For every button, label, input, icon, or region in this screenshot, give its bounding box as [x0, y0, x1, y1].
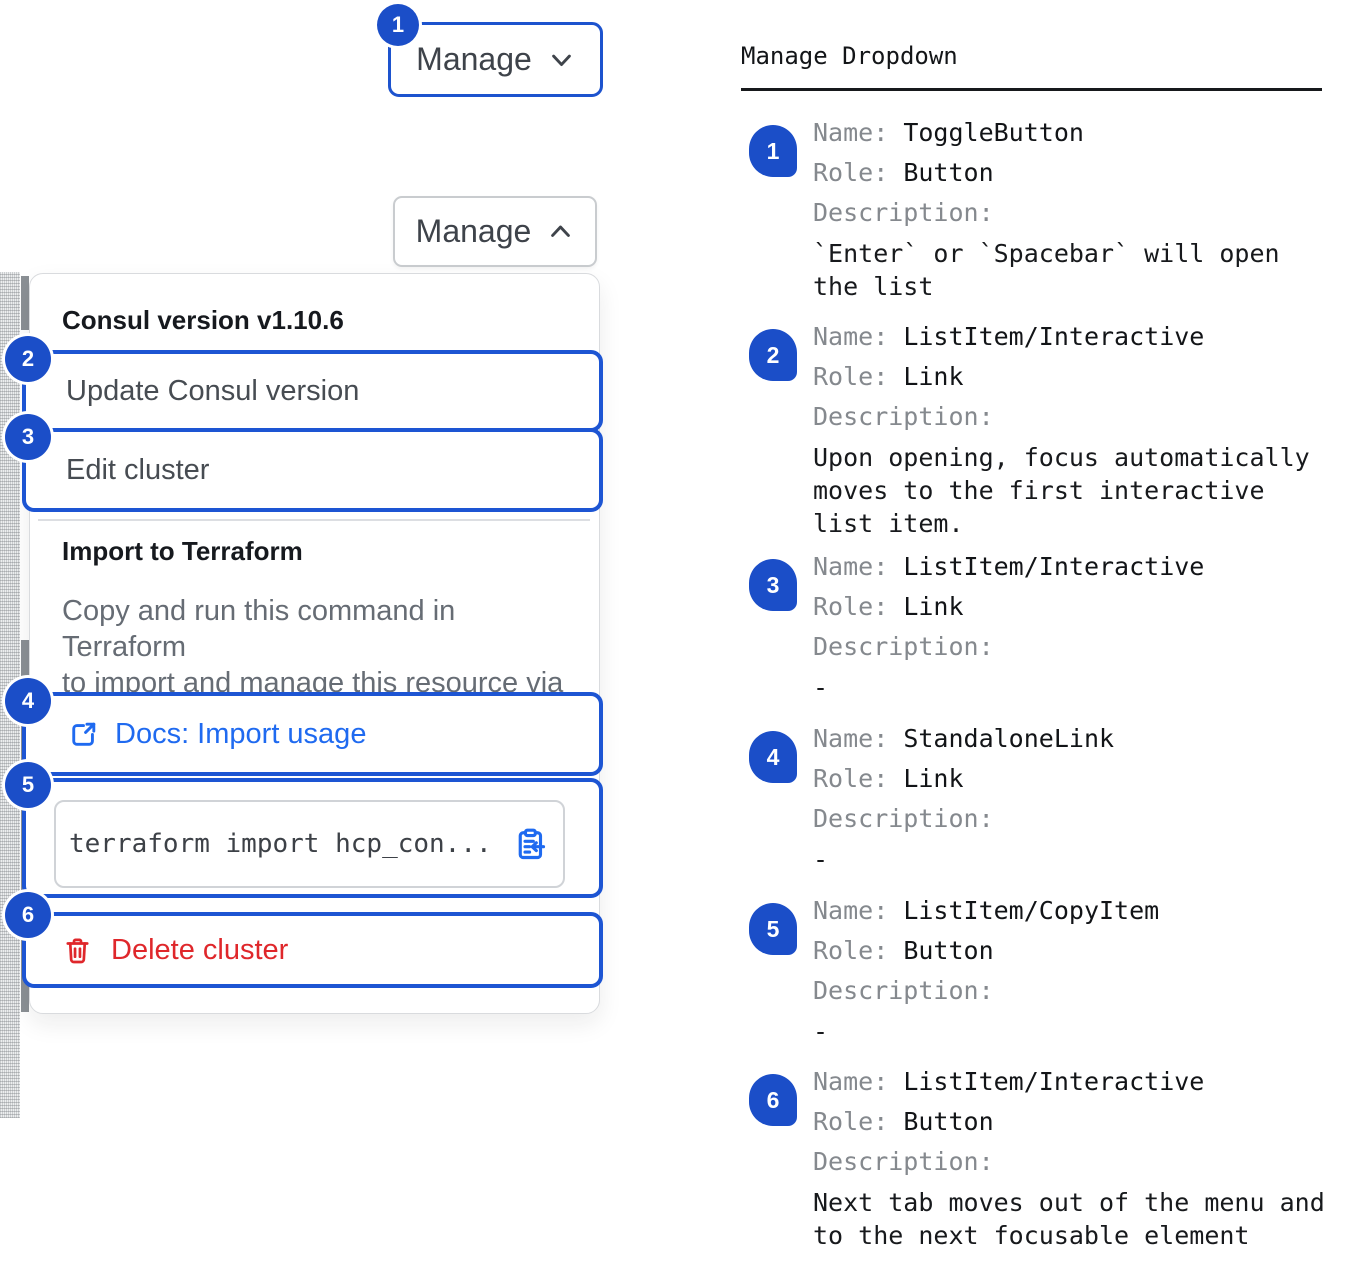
legend-entry-5: 5 Name: ListItem/CopyItem Role: Button D… — [749, 891, 1339, 1048]
menu-item-edit-cluster[interactable]: Edit cluster — [22, 428, 603, 512]
description-label: Description: — [813, 198, 994, 227]
left-edge-noise-artifact — [21, 276, 29, 330]
name-label: Name: — [813, 552, 889, 581]
role-label: Role: — [813, 1107, 889, 1136]
docs-import-usage-link[interactable]: Docs: Import usage — [22, 692, 603, 776]
role-value: Link — [903, 362, 964, 391]
role-label: Role: — [813, 592, 889, 621]
annotation-badge-6: 6 — [5, 892, 51, 938]
manage-toggle-button-expanded[interactable]: Manage — [393, 196, 597, 267]
description-value: `Enter` or `Spacebar` will open the list — [813, 239, 1280, 301]
name-value: StandaloneLink — [903, 724, 1115, 753]
section-divider — [38, 519, 590, 521]
role-label: Role: — [813, 936, 889, 965]
chevron-up-icon — [547, 218, 574, 245]
description-label: Description: — [813, 402, 994, 431]
name-value: ListItem/Interactive — [903, 1067, 1205, 1096]
terraform-section-title: Import to Terraform — [62, 536, 303, 566]
manage-button-label: Manage — [416, 41, 532, 77]
legend-entry-2: 2 Name: ListItem/Interactive Role: Link … — [749, 317, 1339, 540]
menu-item-label: Edit cluster — [66, 453, 210, 486]
entry-number-badge: 3 — [749, 559, 797, 611]
chevron-down-icon — [548, 46, 575, 73]
clipboard-copy-icon — [512, 826, 548, 862]
role-label: Role: — [813, 764, 889, 793]
description-value: - — [813, 673, 829, 702]
manage-toggle-button-collapsed[interactable]: Manage — [388, 22, 603, 97]
description-label: Description: — [813, 632, 994, 661]
description-value: - — [813, 845, 829, 874]
copy-command-button[interactable] — [511, 825, 549, 863]
description-value: Next tab moves out of the menu and to th… — [813, 1188, 1325, 1250]
annotation-badge-5: 5 — [5, 762, 51, 808]
name-value: ListItem/Interactive — [903, 552, 1205, 581]
terraform-command-field[interactable]: terraform import hcp_con... — [54, 800, 565, 888]
external-link-icon — [67, 718, 100, 751]
role-value: Link — [903, 592, 964, 621]
docs-link-label: Docs: Import usage — [115, 717, 367, 750]
terraform-command-text: terraform import hcp_con... — [69, 829, 492, 859]
entry-number-badge: 5 — [749, 903, 797, 955]
name-label: Name: — [813, 322, 889, 351]
menu-item-delete-cluster[interactable]: Delete cluster — [22, 912, 603, 988]
entry-number-badge: 2 — [749, 329, 797, 381]
legend-entry-1: 1 Name: ToggleButton Role: Button Descri… — [749, 113, 1339, 303]
trash-icon — [62, 935, 93, 966]
name-value: ToggleButton — [903, 118, 1084, 147]
role-value: Link — [903, 764, 964, 793]
description-value: Upon opening, focus automatically moves … — [813, 443, 1310, 538]
legend-title: Manage Dropdown — [741, 42, 958, 70]
role-value: Button — [903, 936, 994, 965]
description-label: Description: — [813, 804, 994, 833]
name-value: ListItem/CopyItem — [903, 896, 1160, 925]
annotation-badge-3: 3 — [5, 414, 51, 460]
role-value: Button — [903, 1107, 994, 1136]
menu-item-label: Update Consul version — [66, 374, 360, 407]
legend-entry-4: 4 Name: StandaloneLink Role: Link Descri… — [749, 719, 1339, 876]
description-label: Description: — [813, 1147, 994, 1176]
entry-number-badge: 6 — [749, 1074, 797, 1126]
menu-item-update-consul-version[interactable]: Update Consul version — [22, 350, 603, 432]
delete-cluster-label: Delete cluster — [111, 933, 289, 966]
manage-button-label: Manage — [415, 213, 532, 249]
name-label: Name: — [813, 896, 889, 925]
role-label: Role: — [813, 158, 889, 187]
name-label: Name: — [813, 1067, 889, 1096]
entry-number-badge: 1 — [749, 125, 797, 177]
annotation-badge-1: 1 — [377, 4, 419, 46]
description-value: - — [813, 1017, 829, 1046]
consul-version-label: Consul version v1.10.6 — [62, 305, 344, 335]
name-label: Name: — [813, 724, 889, 753]
legend-title-underline — [741, 88, 1322, 91]
annotation-badge-4: 4 — [5, 678, 51, 724]
entry-number-badge: 4 — [749, 731, 797, 783]
name-value: ListItem/Interactive — [903, 322, 1205, 351]
legend-entry-6: 6 Name: ListItem/Interactive Role: Butto… — [749, 1062, 1339, 1252]
description-label: Description: — [813, 976, 994, 1005]
role-label: Role: — [813, 362, 889, 391]
role-value: Button — [903, 158, 994, 187]
annotation-badge-2: 2 — [5, 336, 51, 382]
legend-entry-3: 3 Name: ListItem/Interactive Role: Link … — [749, 547, 1339, 704]
name-label: Name: — [813, 118, 889, 147]
